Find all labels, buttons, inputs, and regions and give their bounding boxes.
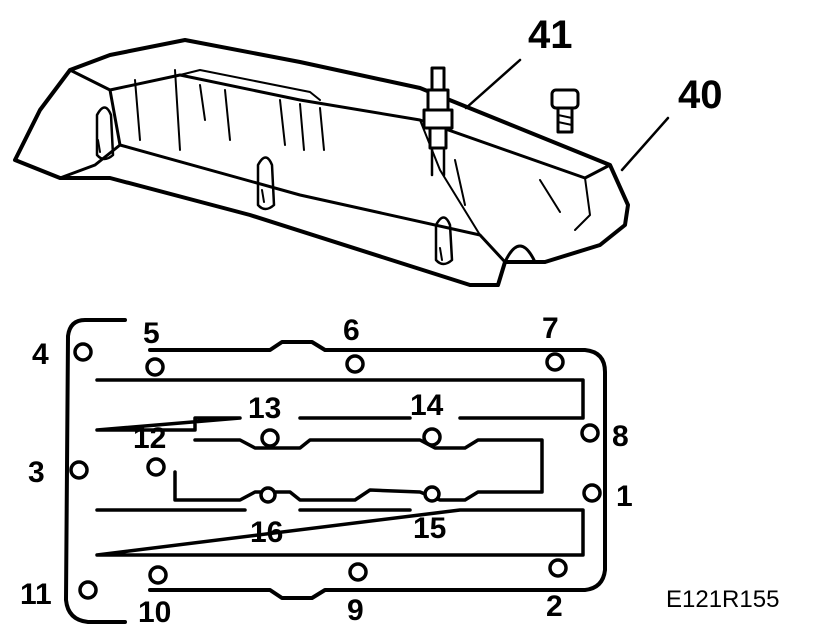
bolt-label-16: 16: [250, 516, 283, 549]
bolt-label-14: 14: [410, 389, 444, 422]
bolt-label-11: 11: [20, 578, 52, 611]
bolt-label-6: 6: [343, 314, 360, 347]
figure-code: E121R155: [666, 586, 779, 613]
bolt-hole-7: [545, 352, 565, 372]
bolt-label-15: 15: [413, 512, 446, 545]
gasket-plate: [64, 318, 607, 624]
callout-40: 40: [678, 73, 723, 117]
bolt-label-12: 12: [133, 422, 166, 455]
spark-plug-part: [422, 66, 454, 177]
bolt-hole-9: [348, 562, 368, 582]
bolt-hole-2: [548, 558, 568, 578]
bolt-holes: [69, 342, 602, 600]
callout-41: 41: [528, 13, 573, 57]
bolt-part: [550, 88, 580, 134]
bolt-hole-11: [78, 580, 98, 600]
bolt-hole-3: [69, 460, 89, 480]
bolt-hole-4: [73, 342, 93, 362]
bolt-hole-13: [260, 428, 280, 448]
leader-40: [620, 116, 670, 172]
bolt-hole-6: [345, 354, 365, 374]
bolt-label-3: 3: [28, 456, 45, 489]
bolt-label-10: 10: [138, 596, 171, 629]
bolt-label-4: 4: [32, 338, 49, 371]
bolt-hole-14: [422, 427, 442, 447]
bolt-hole-12: [146, 457, 166, 477]
bolt-label-13: 13: [248, 392, 281, 425]
bolt-hole-8: [580, 423, 600, 443]
bolt-hole-10: [148, 565, 168, 585]
valve-cover: [13, 38, 630, 287]
bolt-hole-16: [259, 486, 277, 504]
bolt-hole-5: [145, 357, 165, 377]
bolt-hole-15: [423, 485, 441, 503]
bolt-label-5: 5: [143, 317, 160, 350]
bolt-label-7: 7: [542, 312, 559, 345]
leader-41: [464, 58, 522, 110]
bolt-label-2: 2: [546, 590, 563, 623]
bolt-label-1: 1: [616, 480, 633, 513]
bolt-label-9: 9: [347, 594, 364, 627]
bolt-hole-1: [582, 483, 602, 503]
bolt-label-8: 8: [612, 420, 629, 453]
